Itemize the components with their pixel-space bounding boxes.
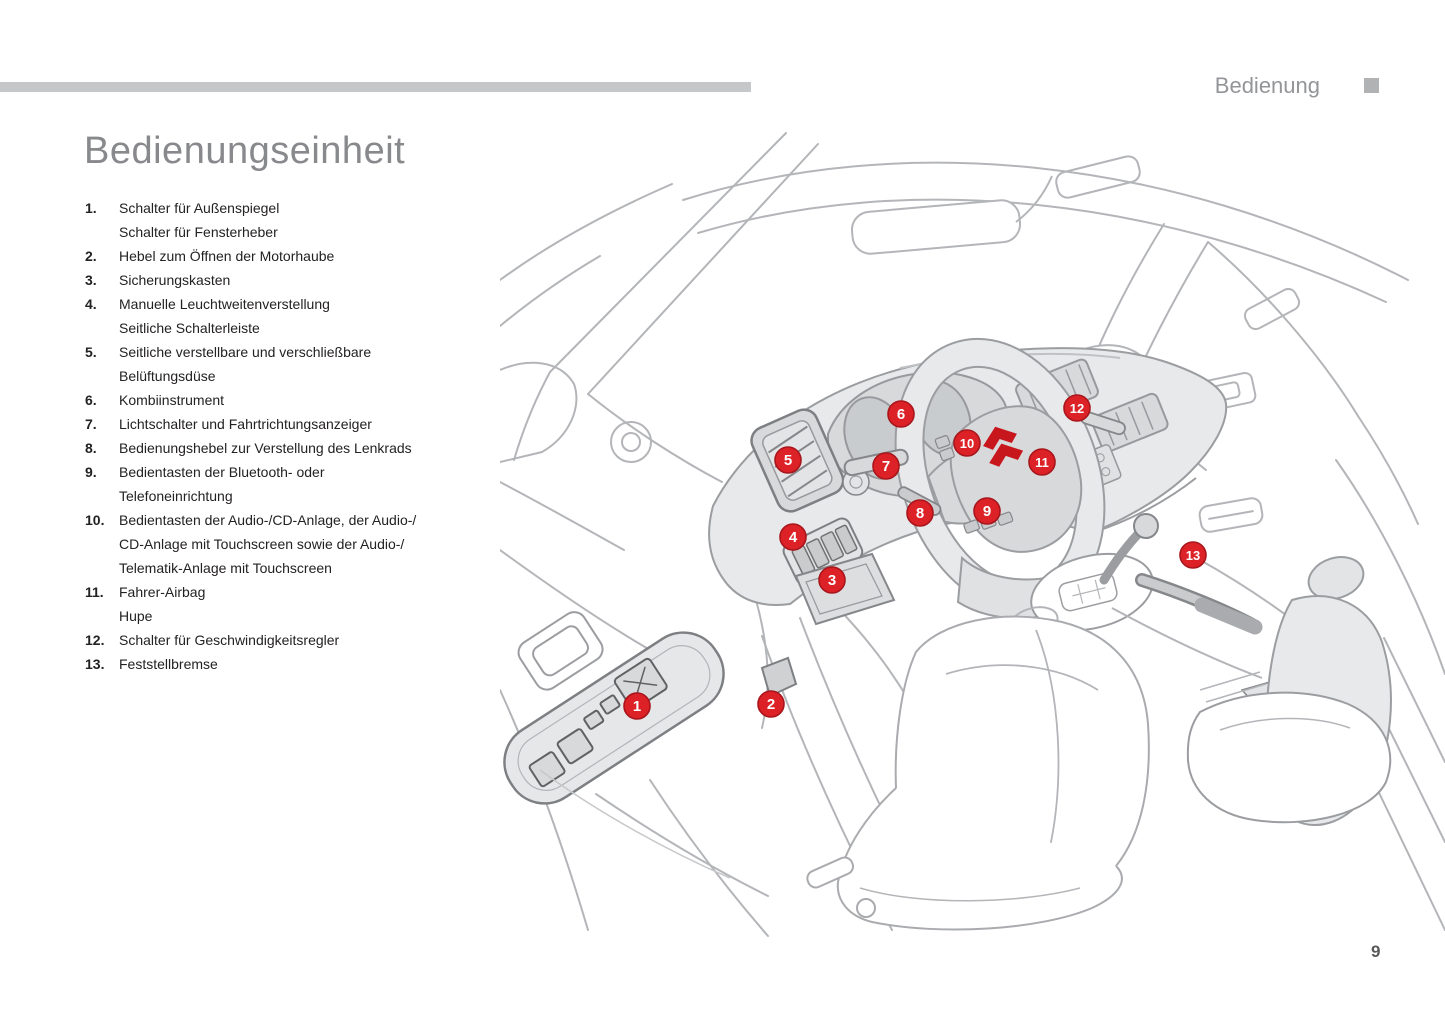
- svg-text:10: 10: [960, 436, 974, 451]
- gear-knob: [1133, 513, 1159, 539]
- callout-marker-4: 4: [779, 523, 807, 551]
- legend-item-number: 11.: [85, 584, 104, 600]
- svg-text:4: 4: [789, 529, 798, 546]
- legend-item-text: Hebel zum Öffnen der Motorhaube: [119, 248, 335, 264]
- callout-marker-12: 12: [1063, 394, 1091, 422]
- callout-marker-6: 6: [887, 400, 915, 428]
- legend-item-number: 13.: [85, 656, 105, 672]
- legend-item-number: 8.: [85, 440, 97, 456]
- svg-text:12: 12: [1070, 401, 1084, 416]
- svg-text:8: 8: [916, 505, 924, 522]
- legend-item-number: 1.: [85, 200, 97, 216]
- svg-text:1: 1: [633, 698, 641, 715]
- legend-item-text: Seitliche verstellbare und verschließbar…: [119, 344, 372, 384]
- legend-item-text: Bedienungshebel zur Verstellung des Lenk…: [119, 440, 412, 456]
- citroen-logo-icon: [983, 426, 1024, 467]
- svg-text:7: 7: [882, 458, 890, 475]
- section-label: Bedienung: [1214, 73, 1320, 98]
- driver-mirror: [499, 361, 652, 463]
- legend-item: 8. Bedienungshebel zur Verstellung des Le…: [85, 436, 495, 460]
- callout-marker-10: 10: [953, 429, 981, 457]
- audio-buttons: [934, 435, 955, 462]
- legend-item: 13. Feststellbremse: [85, 652, 495, 676]
- legend-item-text: Kombiinstrument: [119, 392, 225, 408]
- window-switch-panel: [503, 631, 725, 805]
- passenger-seat: [1186, 556, 1392, 826]
- legend-item-text: Feststellbremse: [119, 656, 218, 672]
- callout-marker-7: 7: [872, 452, 900, 480]
- legend-item-number: 12.: [85, 632, 105, 648]
- legend-item-text: Bedientasten der Audio-/CD-Anlage, der A…: [119, 512, 417, 576]
- callout-marker-3: 3: [818, 566, 846, 594]
- callout-marker-8: 8: [906, 499, 934, 527]
- svg-text:2: 2: [767, 696, 775, 713]
- door-pull-handle: [517, 611, 604, 691]
- legend-item-number: 7.: [85, 416, 97, 432]
- svg-text:13: 13: [1186, 548, 1200, 563]
- legend-item-text: Schalter für Geschwindigkeitsregler: [119, 632, 340, 648]
- legend-item: 7. Lichtschalter und Fahrtrichtungsanzeig…: [85, 412, 495, 436]
- legend-item-number: 9.: [85, 464, 97, 480]
- callout-marker-1: 1: [623, 692, 651, 720]
- rearview-mirror: [850, 155, 1301, 331]
- legend-item: 2. Hebel zum Öffnen der Motorhaube: [85, 244, 495, 268]
- svg-text:5: 5: [784, 452, 792, 469]
- svg-text:11: 11: [1035, 455, 1049, 470]
- legend-item: 12. Schalter für Geschwindigkeitsregler: [85, 628, 495, 652]
- svg-text:6: 6: [897, 406, 905, 423]
- callout-marker-13: 13: [1179, 541, 1207, 569]
- legend-item: 3. Sicherungskasten: [85, 268, 495, 292]
- legend-item-text: Lichtschalter und Fahrtrichtungsanzeiger: [119, 416, 372, 432]
- legend-item-number: 6.: [85, 392, 97, 408]
- hood-release-lever: [760, 656, 798, 698]
- page-number: 9: [1371, 942, 1381, 961]
- callout-marker-9: 9: [973, 497, 1001, 525]
- header-rule-bar: [0, 82, 751, 92]
- legend-item-number: 10.: [85, 512, 105, 528]
- fuse-box: [794, 552, 896, 626]
- legend-item: 5. Seitliche verstellbare und verschließb…: [85, 340, 495, 388]
- legend-item: 6. Kombiinstrument: [85, 388, 495, 412]
- legend-item-number: 2.: [85, 248, 97, 264]
- legend-item-number: 4.: [85, 296, 97, 312]
- legend-item: 10. Bedientasten der Audio-/CD-Anlage, de…: [85, 508, 495, 580]
- section-index-square: [1364, 78, 1379, 93]
- callout-marker-5: 5: [774, 446, 802, 474]
- legend-item-text: Sicherungskasten: [119, 272, 231, 288]
- switch-strip: [782, 517, 864, 586]
- svg-text:9: 9: [983, 503, 991, 520]
- driver-door-panel: [503, 611, 731, 879]
- legend-item-number: 5.: [85, 344, 97, 360]
- center-console: [1009, 513, 1292, 723]
- callout-marker-11: 11: [1028, 448, 1056, 476]
- parking-brake: [1135, 573, 1263, 635]
- legend-item-number: 3.: [85, 272, 97, 288]
- page-title: Bedienungseinheit: [84, 130, 406, 172]
- driver-seat: [806, 615, 1150, 931]
- svg-text:3: 3: [828, 572, 836, 589]
- callout-marker-2: 2: [757, 690, 785, 718]
